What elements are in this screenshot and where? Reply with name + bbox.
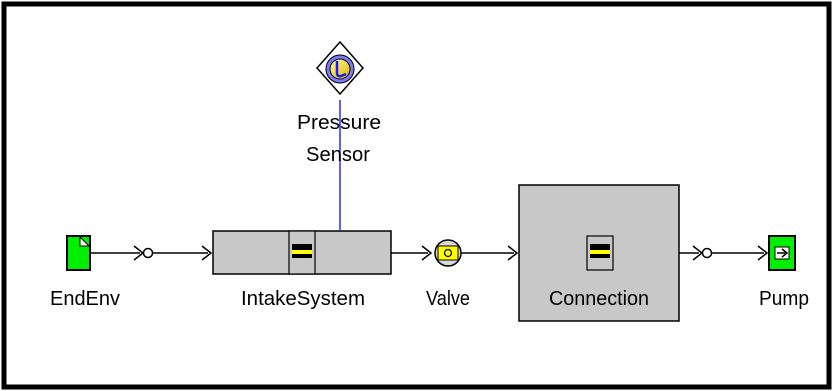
environment-icon xyxy=(66,235,91,271)
intake-system-node[interactable]: IntakeSystem xyxy=(212,230,392,310)
edge-valve-connection xyxy=(461,245,519,261)
end-env-label: EndEnv xyxy=(50,288,120,310)
pump-label: Pump xyxy=(759,288,809,310)
valve-node[interactable]: Valve xyxy=(426,239,470,310)
pressure-sensor-label-line1: Pressure xyxy=(297,112,381,134)
valve-label: Valve xyxy=(426,288,470,310)
connector-circle xyxy=(142,247,154,259)
edge-connection-pump xyxy=(679,245,769,261)
pump-icon xyxy=(768,235,796,271)
pressure-sensor-node[interactable]: Pressure Sensor xyxy=(297,40,381,166)
pressure-sensor-label-line2: Sensor xyxy=(306,144,370,166)
pump-node[interactable]: Pump xyxy=(759,235,809,310)
pressure-sensor-icon xyxy=(315,40,365,96)
edge-endenv-intake xyxy=(91,245,213,261)
intake-system-label: IntakeSystem xyxy=(241,288,365,310)
valve-icon xyxy=(434,239,462,267)
subsystem-indicator-icon xyxy=(288,230,316,275)
connector-circle xyxy=(701,247,713,259)
subsystem-indicator-icon xyxy=(586,235,614,271)
connection-node[interactable]: Connection xyxy=(518,184,680,322)
edge-intake-valve xyxy=(391,245,433,261)
connection-label: Connection xyxy=(549,288,649,310)
end-env-node[interactable]: EndEnv xyxy=(50,235,120,310)
